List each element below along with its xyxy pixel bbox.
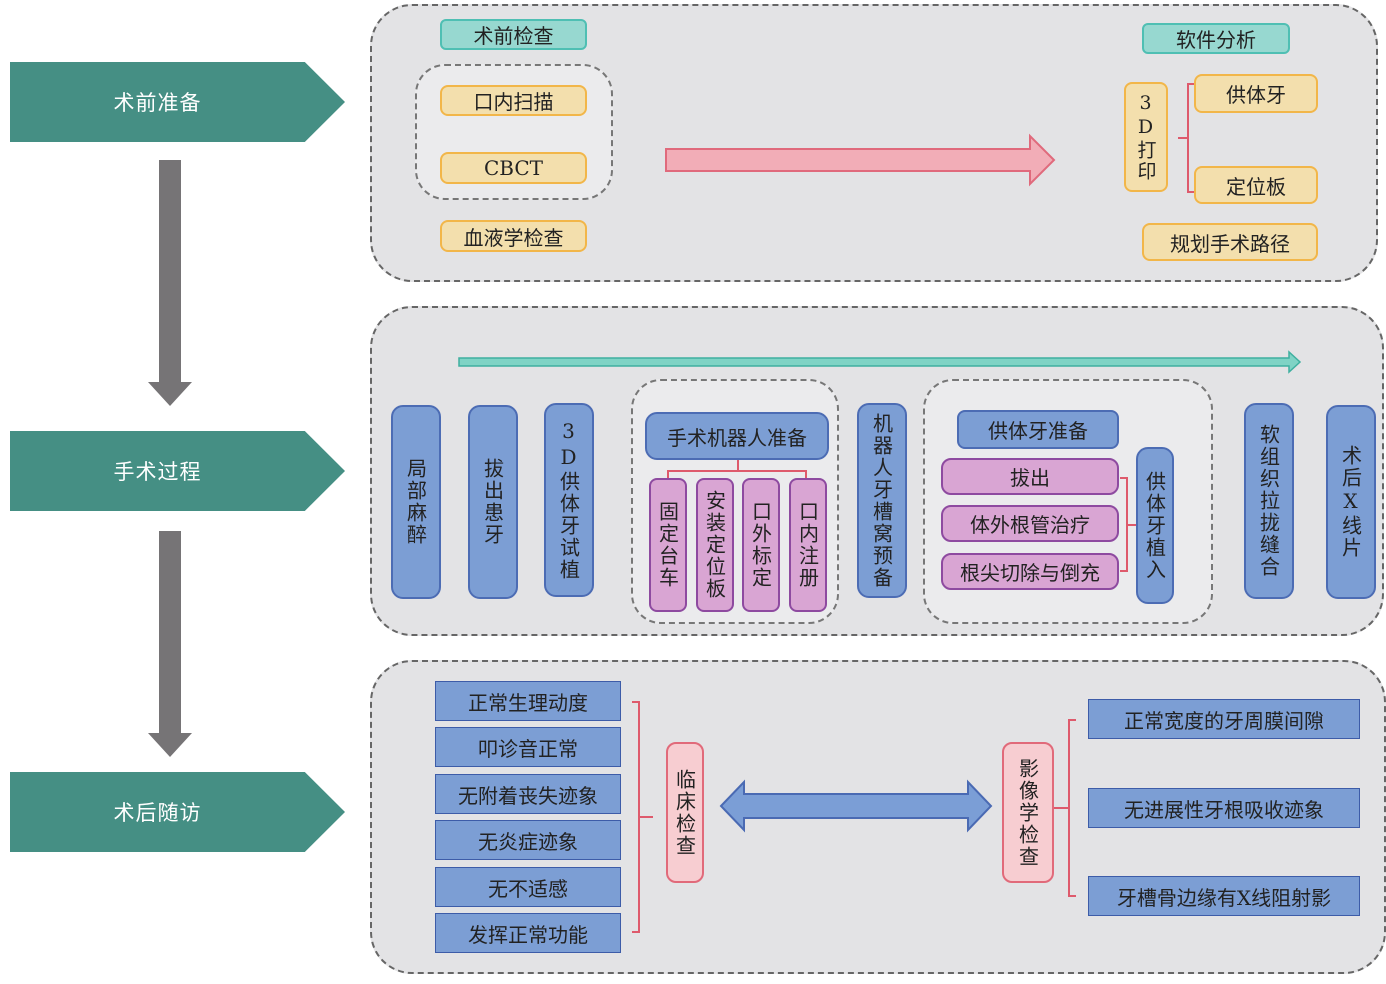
down-arrow-icon <box>148 160 192 406</box>
donor-item: 拔出 <box>941 458 1119 495</box>
imaging-item: 正常宽度的牙周膜间隙 <box>1088 699 1360 739</box>
clinical-item: 无不适感 <box>435 867 621 907</box>
surgery-step: 软组织拉拢缝合 <box>1244 403 1294 599</box>
clinical-item: 发挥正常功能 <box>435 913 621 953</box>
down-arrow-icon <box>148 531 192 757</box>
bracket <box>1187 83 1195 193</box>
surgery-step: 术后X线片 <box>1326 405 1376 599</box>
exam-item: 口内扫描 <box>440 85 587 116</box>
connector <box>1054 807 1070 809</box>
print-item: 定位板 <box>1194 166 1318 204</box>
donor-item: 根尖切除与倒充 <box>941 553 1119 590</box>
analysis-title: 软件分析 <box>1142 23 1290 54</box>
right-arrow-icon <box>665 133 1056 187</box>
print-item: 供体牙 <box>1194 74 1318 113</box>
exam-item: CBCT <box>440 152 587 184</box>
imaging-label: 影像学检查 <box>1002 742 1054 883</box>
clinical-item: 叩诊音正常 <box>435 727 621 767</box>
surgery-step: 局部麻醉 <box>391 405 441 599</box>
connector <box>737 460 739 471</box>
robot-item: 固定台车 <box>649 478 687 612</box>
clinical-label: 临床检查 <box>666 742 704 883</box>
print-box: 3D打印 <box>1124 82 1168 192</box>
connector <box>1127 524 1136 526</box>
stage-label: 术前准备 <box>113 91 202 115</box>
stage-surgery: 手术过程 <box>10 431 345 511</box>
robot-item: 口外标定 <box>742 478 780 612</box>
robot-item: 口内注册 <box>789 478 827 612</box>
timeline-arrow-icon <box>458 350 1302 374</box>
donor-title: 供体牙准备 <box>957 410 1119 449</box>
double-arrow-icon <box>719 779 993 833</box>
donor-item: 体外根管治疗 <box>941 505 1119 542</box>
imaging-item: 无进展性牙根吸收迹象 <box>1088 788 1360 828</box>
stage-followup: 术后随访 <box>10 772 345 852</box>
donor-implant: 供体牙植入 <box>1136 447 1174 604</box>
stage-preop: 术前准备 <box>10 62 345 142</box>
connector <box>667 470 807 480</box>
surgery-step: 拔出患牙 <box>468 405 518 599</box>
clinical-item: 正常生理动度 <box>435 681 621 721</box>
socket-prep: 机器人牙槽窝预备 <box>857 403 907 598</box>
exam-item: 血液学检查 <box>440 220 587 252</box>
surgery-step: 3D供体牙试植 <box>544 403 594 597</box>
preop-exam-title: 术前检查 <box>440 19 587 50</box>
stage-label: 术后随访 <box>113 801 202 825</box>
clinical-item: 无附着丧失迹象 <box>435 774 621 814</box>
connector <box>1178 137 1188 139</box>
connector <box>639 816 653 818</box>
plan-box: 规划手术路径 <box>1142 223 1318 261</box>
robot-title: 手术机器人准备 <box>645 412 829 460</box>
clinical-item: 无炎症迹象 <box>435 820 621 860</box>
imaging-item: 牙槽骨边缘有X线阻射影 <box>1088 876 1360 916</box>
stage-label: 手术过程 <box>113 460 202 484</box>
robot-item: 安装定位板 <box>696 478 734 612</box>
